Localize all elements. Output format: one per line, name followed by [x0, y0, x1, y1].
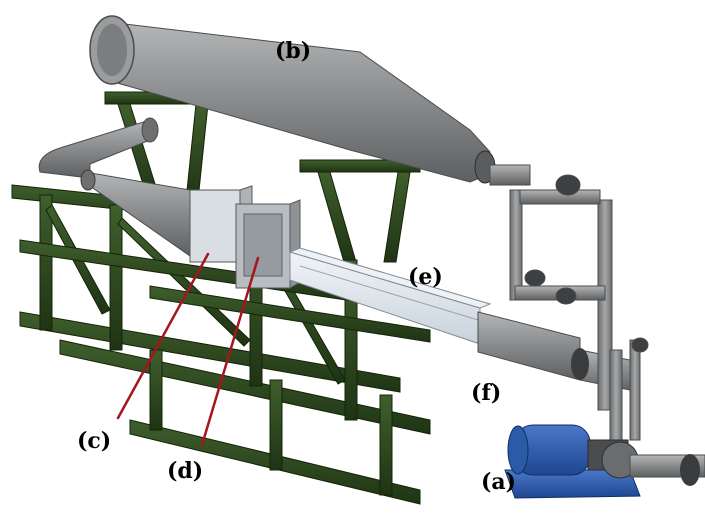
- test-section: [288, 247, 492, 345]
- label-c: (c): [77, 428, 112, 454]
- return-pipe-left: [38, 117, 159, 179]
- leader-lines: [116, 252, 260, 447]
- label-d: (d): [167, 458, 204, 484]
- label-a: (a): [481, 469, 517, 495]
- contraction-cone: [80, 169, 191, 257]
- pump-assembly: [504, 424, 705, 499]
- leader-line-c: [116, 252, 210, 420]
- label-f: (f): [471, 380, 502, 406]
- label-e: (e): [408, 264, 443, 290]
- diffuser-pipe: [89, 15, 531, 186]
- label-b: (b): [275, 38, 312, 64]
- leader-line-d: [200, 256, 260, 447]
